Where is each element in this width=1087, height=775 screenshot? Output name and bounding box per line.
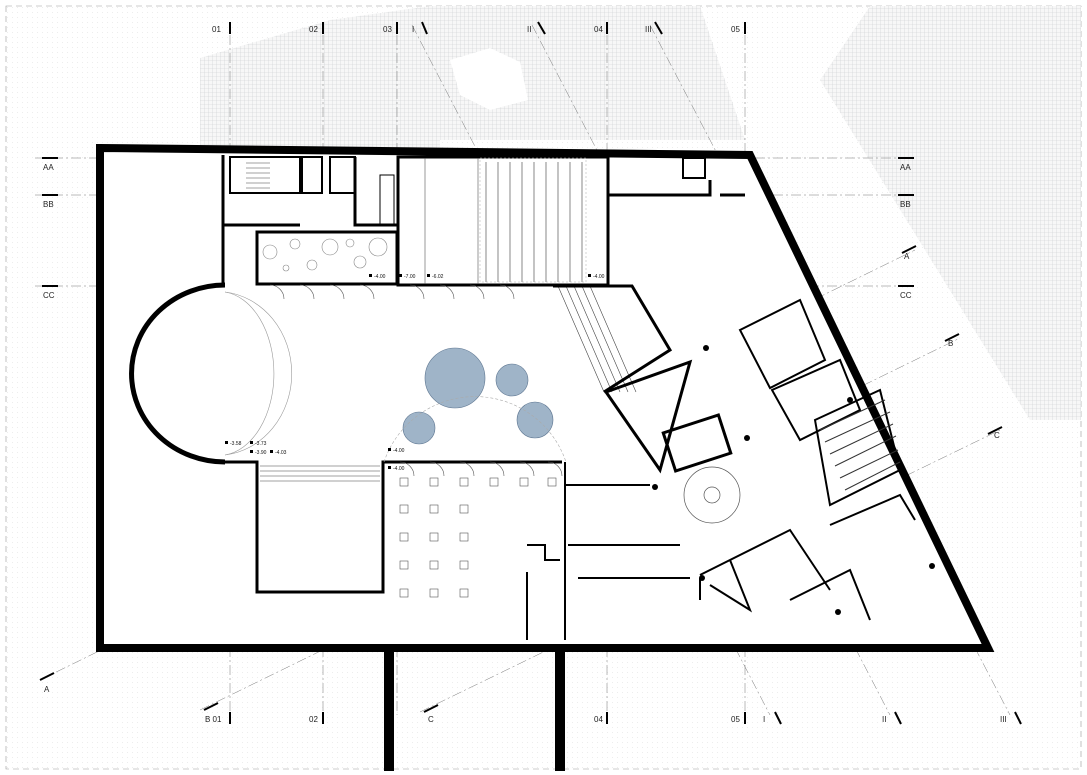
grid-label-bottom-III: III: [1000, 715, 1007, 724]
grid-label-right-A: A: [904, 252, 910, 261]
grid-label-bottom-C: C: [428, 715, 434, 724]
level-lv9: -4.00: [393, 448, 405, 454]
site-hatch-top-blob: [450, 48, 528, 110]
grid-label-right-CC: CC: [900, 291, 912, 300]
cafe-room-upper: [606, 157, 745, 197]
grid-label-top-03: 03: [383, 25, 392, 34]
site-hatch-right: [820, 6, 1081, 420]
restaurant-tables: [399, 477, 557, 598]
ramp-stairs: [260, 465, 380, 482]
level-lv2: -7.00: [404, 274, 416, 280]
columns: [652, 345, 935, 615]
grid-label-right-B: B: [948, 339, 953, 348]
grid-label-bottom-04: 04: [594, 715, 603, 724]
right-wing-stalls: [819, 399, 901, 491]
grid-label-right-BB: BB: [900, 200, 911, 209]
level-lv7: -3.90: [255, 450, 267, 456]
door-swings: [269, 284, 563, 477]
central-stair: [553, 284, 673, 394]
level-lv5: -3.58: [230, 441, 242, 447]
service-core-top-left: [221, 155, 397, 285]
grid-label-bottom-I: I: [763, 715, 765, 724]
grid-label-left-BB: BB: [43, 200, 54, 209]
grid-label-bottom-05: 05: [731, 715, 740, 724]
level-lv3: -6.02: [432, 274, 444, 280]
seat-rows: [485, 162, 583, 282]
grid-label-top-04: 04: [594, 25, 603, 34]
grid-ticks: [39, 21, 1022, 725]
level-lv6: -3.73: [255, 441, 267, 447]
round-hall: [129, 282, 562, 594]
spiral-stair-core: [703, 486, 721, 504]
spiral-stair: [683, 466, 741, 524]
bubble-room: [255, 230, 399, 286]
level-lv10: -4.00: [393, 466, 405, 472]
level-markers: [225, 274, 591, 469]
grid-label-left-A: A: [44, 685, 50, 694]
grid-label-left-AA: AA: [43, 163, 54, 172]
level-lv4: -4.00: [593, 274, 605, 280]
grid-label-top-II: II: [527, 25, 531, 34]
stairs-top-left: [246, 162, 270, 189]
level-lv8: -4.03: [275, 450, 287, 456]
courtyard-trees: [402, 347, 554, 445]
grid-label-bottom-II: II: [882, 715, 886, 724]
grid-label-bottom-02: 02: [309, 715, 318, 724]
grid-label-top-02: 02: [309, 25, 318, 34]
bar-counter: [526, 462, 701, 640]
grid-label-right-AA: AA: [900, 163, 911, 172]
auditorium: [396, 155, 610, 287]
grid-label-top-05: 05: [731, 25, 740, 34]
grid-label-top-01: 01: [212, 25, 221, 34]
grid-label-left-CC: CC: [43, 291, 55, 300]
level-lv1: -4.00: [374, 274, 386, 280]
grid-label-right-C: C: [994, 431, 1000, 440]
right-wing: [604, 298, 916, 621]
grid-label-top-III: III: [645, 25, 652, 34]
foundation-walls: [384, 646, 565, 771]
grid-label-top-I: I: [412, 25, 414, 34]
grid-label-bottom-B01: B 01: [205, 715, 222, 724]
